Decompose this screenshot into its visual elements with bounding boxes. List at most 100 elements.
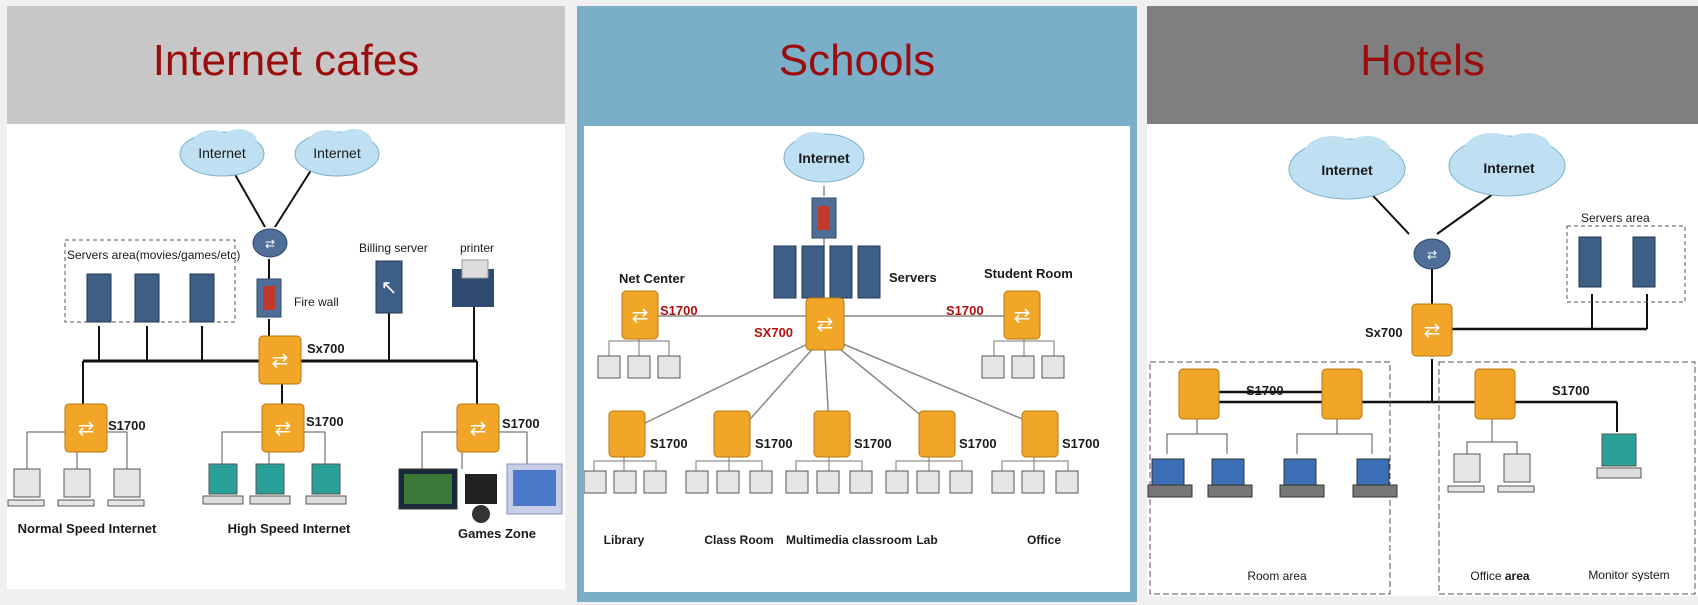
switch-icon: ⇄ [1003, 290, 1041, 340]
panel-internet-cafes: Internet cafes [7, 6, 565, 602]
printer-icon [452, 259, 494, 307]
servers-area-box [1566, 225, 1686, 303]
panel-header: Internet cafes [7, 6, 565, 124]
cloud-icon: Internet [179, 129, 265, 177]
core-switch-label: Sx700 [1365, 325, 1403, 340]
office-area-label: Office area [1470, 569, 1529, 583]
core-switch-label: SX700 [754, 325, 793, 340]
monitor-system-icon [1596, 433, 1642, 479]
room-area-box [1149, 361, 1391, 595]
s1700-label: S1700 [502, 416, 540, 431]
room-label: Library [604, 533, 645, 547]
s1700-label: S1700 [108, 418, 146, 433]
room-label: Office [1027, 533, 1061, 547]
cloud-label: Internet [198, 145, 246, 161]
diagram-area: Internet Internet ⇄ Servers area ⇄ Sx7 [1147, 124, 1698, 596]
cloud-label: Internet [798, 150, 850, 166]
laptop-icon [1147, 458, 1398, 498]
server-icon [1578, 236, 1656, 288]
svg-text:⇄: ⇄ [1014, 305, 1031, 327]
svg-text:⇄: ⇄ [632, 305, 649, 327]
panel-header: Schools [577, 6, 1137, 124]
diagram-area: Internet Servers ⇄ SX700 Net Center ⇄ [584, 126, 1130, 592]
arcade-screen-icon [506, 463, 563, 515]
zone-label: High Speed Internet [228, 521, 351, 536]
switch-icon: ⇄ [258, 335, 302, 385]
svg-text:⇄: ⇄ [275, 418, 292, 440]
monitor-system-label: Monitor system [1588, 568, 1669, 582]
panel-hotels: Hotels [1147, 6, 1698, 602]
billing-server-label: Billing server [359, 241, 428, 255]
panel-title: Internet cafes [152, 36, 420, 85]
s1700-label: S1700 [755, 436, 793, 451]
room-label: Lab [916, 533, 937, 547]
internet-cafes-diagram: Internet Internet ⇄ Fire wall Servers ar… [7, 129, 563, 541]
billing-server-icon [375, 260, 403, 314]
student-room-label: Student Room [984, 266, 1073, 281]
computer-icon [1447, 453, 1535, 493]
computer-icon [597, 355, 1065, 379]
svg-text:⇄: ⇄ [470, 418, 487, 440]
s1700-label: S1700 [946, 303, 984, 318]
panel-title: Hotels [1360, 36, 1485, 85]
printer-label: printer [460, 241, 494, 255]
s1700-label: S1700 [1552, 383, 1590, 398]
cloud-icon: Internet [783, 132, 865, 183]
room-label: Class Room [704, 533, 773, 547]
switch-icon: ⇄ [64, 403, 108, 453]
s1700-label: S1700 [306, 414, 344, 429]
s1700-label: S1700 [1246, 383, 1284, 398]
hotels-diagram: Internet Internet ⇄ Servers area ⇄ Sx7 [1147, 133, 1696, 595]
switch-icon: ⇄ [456, 403, 500, 453]
switch-icon: ⇄ [1411, 303, 1453, 357]
cloud-label: Internet [1321, 162, 1373, 178]
panel-schools: Schools [577, 6, 1137, 602]
s1700-label: S1700 [660, 303, 698, 318]
switch-icon: ⇄ [261, 403, 305, 453]
router-icon: ⇄ [252, 228, 288, 258]
switch-icon: ⇄ [805, 297, 845, 351]
diagram-area: Internet Internet ⇄ Fire wall Servers ar… [7, 124, 565, 589]
router-icon: ⇄ [1413, 238, 1451, 270]
cloud-icon: Internet [1288, 136, 1406, 200]
svg-text:⇄: ⇄ [265, 237, 275, 251]
room-label: Multimedia classroom [786, 533, 912, 547]
svg-text:⇄: ⇄ [1427, 248, 1437, 262]
schools-diagram: Internet Servers ⇄ SX700 Net Center ⇄ [584, 132, 1100, 547]
net-center-label: Net Center [619, 271, 685, 286]
computer-icon [202, 463, 347, 505]
server-icon [86, 273, 215, 323]
server-icon [773, 245, 881, 299]
cloud-label: Internet [313, 145, 361, 161]
servers-label: Servers [889, 270, 937, 285]
svg-text:⇄: ⇄ [1424, 320, 1441, 342]
firewall-icon [256, 278, 282, 318]
servers-area-label: Servers area [1581, 211, 1650, 225]
cloud-label: Internet [1483, 160, 1535, 176]
tv-icon [398, 468, 458, 510]
firewall-label: Fire wall [294, 295, 339, 309]
svg-text:↖: ↖ [381, 277, 398, 299]
switch-icon [608, 410, 1059, 458]
zone-label: Games Zone [458, 526, 536, 541]
core-switch-label: Sx700 [307, 341, 345, 356]
svg-text:⇄: ⇄ [78, 418, 95, 440]
cloud-icon: Internet [1448, 133, 1566, 197]
cloud-icon: Internet [294, 129, 380, 177]
switch-icon: ⇄ [621, 290, 659, 340]
s1700-label: S1700 [854, 436, 892, 451]
s1700-label: S1700 [1062, 436, 1100, 451]
computer-icon [7, 468, 145, 507]
svg-text:⇄: ⇄ [817, 314, 834, 336]
room-area-label: Room area [1247, 569, 1307, 583]
office-area-box [1438, 361, 1696, 595]
switch-icon [1178, 368, 1516, 420]
panel-header: Hotels [1147, 6, 1698, 124]
computer-icon [584, 470, 1079, 494]
s1700-label: S1700 [650, 436, 688, 451]
s1700-label: S1700 [959, 436, 997, 451]
game-console-icon [465, 474, 497, 523]
servers-area-label: Servers area(movies/games/etc) [67, 248, 240, 262]
zone-label: Normal Speed Internet [18, 521, 157, 536]
svg-text:⇄: ⇄ [272, 350, 289, 372]
